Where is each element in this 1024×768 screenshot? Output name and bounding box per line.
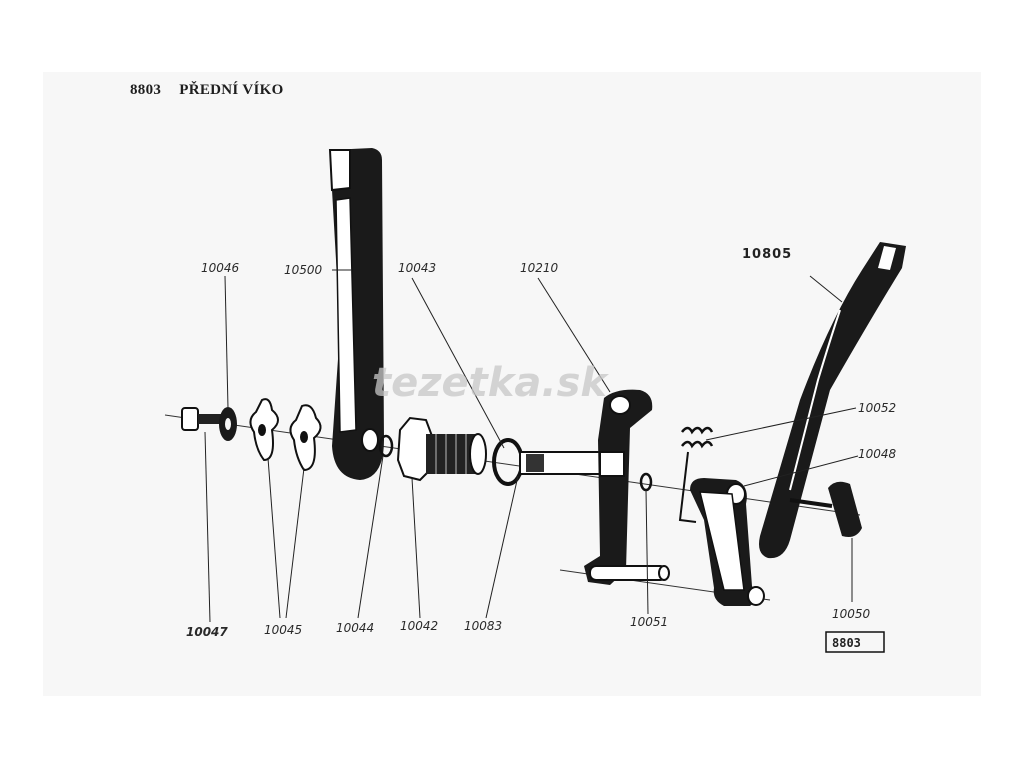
part-10051-washer (639, 472, 653, 492)
leader-lines (204, 269, 859, 623)
drawing-title: PŘEDNÍ VÍKO (179, 82, 284, 98)
label-10210: 10210 (520, 261, 559, 275)
part-10046-washer (219, 407, 237, 441)
label-10050: 10050 (832, 607, 871, 621)
label-10043: 10043 (398, 261, 436, 275)
label-10052: 10052 (858, 401, 896, 415)
label-10805: 10805 (742, 247, 792, 262)
label-10047: 10047 (186, 625, 228, 639)
label-10051: 10051 (630, 615, 668, 629)
part-10500-lever (328, 148, 384, 480)
label-10042: 10042 (400, 619, 438, 633)
part-10044-ring (378, 434, 394, 458)
watermark: tezetka.sk (372, 360, 609, 406)
part-10048-lever-arm (690, 478, 765, 606)
part-10052-spring (678, 426, 714, 523)
stamp-number: 8803 (832, 636, 861, 650)
label-10500: 10500 (284, 263, 323, 277)
part-10042-bushing (396, 416, 487, 482)
label-10048: 10048 (858, 447, 897, 461)
part-10050-knob (789, 481, 862, 537)
label-10044: 10044 (336, 621, 374, 635)
part-10805-curved-lever (759, 242, 906, 559)
part-10045-star-washers (249, 398, 322, 472)
drawing-number: 8803 (130, 82, 162, 98)
label-10083: 10083 (464, 619, 502, 633)
part-10047-bolt (181, 407, 222, 431)
page-title: 8803 PŘEDNÍ VÍKO (130, 82, 298, 99)
drawing-stamp: 8803 (825, 631, 885, 653)
label-10045: 10045 (264, 623, 302, 637)
label-10046: 10046 (201, 261, 240, 275)
